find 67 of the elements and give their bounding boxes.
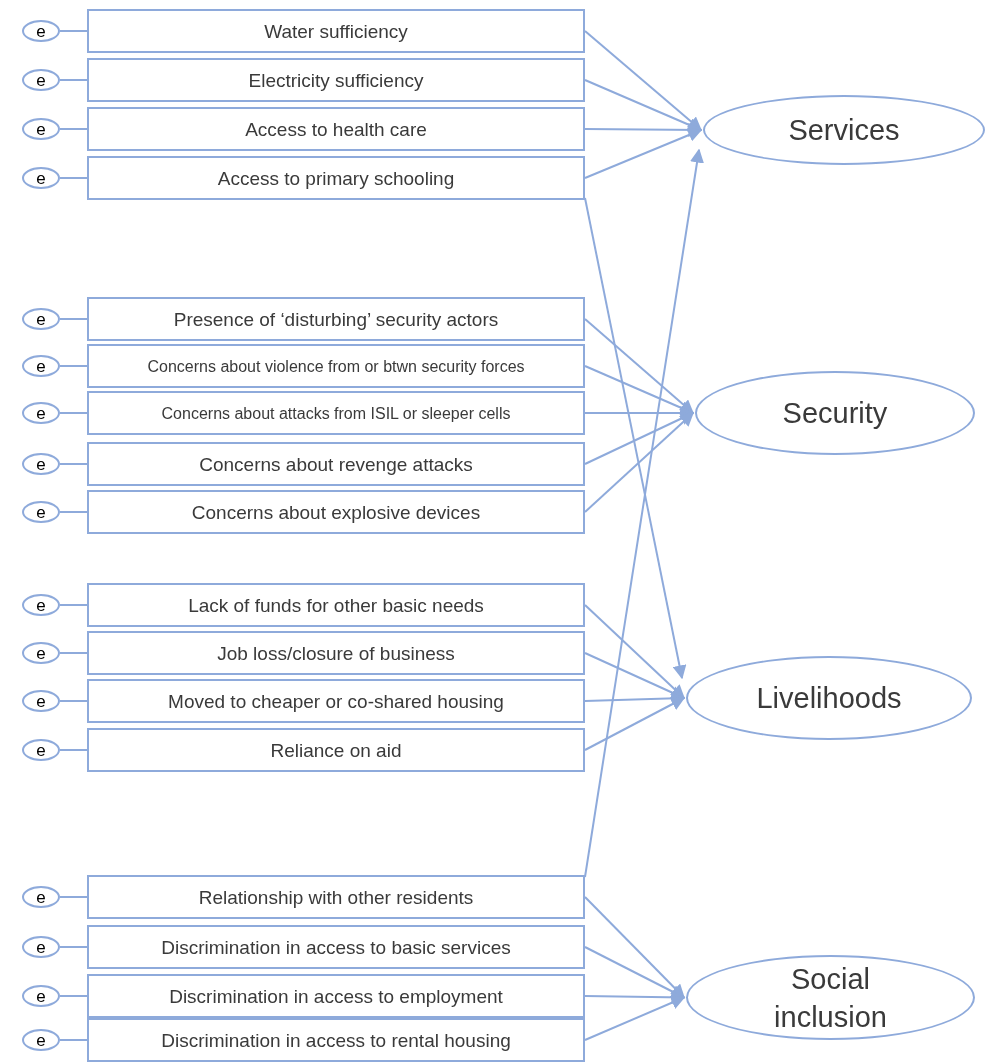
indicator-box: Concerns about violence from or btwn security forces (87, 344, 585, 388)
connector-line (59, 128, 88, 130)
error-term-ellipse: e (22, 69, 60, 91)
arrow (584, 128, 703, 179)
arrow (584, 148, 704, 878)
error-term-ellipse: e (22, 985, 60, 1007)
error-term-ellipse: e (22, 20, 60, 42)
connector-line (59, 946, 88, 948)
indicator-box: Concerns about revenge attacks (87, 442, 585, 486)
arrow (584, 652, 686, 700)
connector-line (59, 1039, 88, 1041)
indicator-box: Discrimination in access to employment (87, 974, 585, 1018)
error-term-ellipse: e (22, 739, 60, 761)
arrow (584, 318, 695, 414)
connector-line (59, 79, 88, 81)
error-term-ellipse: e (22, 167, 60, 189)
connector-line (59, 511, 88, 513)
indicator-box: Discrimination in access to rental housing (87, 1018, 585, 1062)
error-term-ellipse: e (22, 690, 60, 712)
error-term-ellipse: e (22, 453, 60, 475)
error-term-ellipse: e (22, 1029, 60, 1051)
connector-line (59, 700, 88, 702)
arrow (584, 996, 686, 1041)
indicator-box: Presence of ‘disturbing’ security actors (87, 297, 585, 341)
indicator-box: Water sufficiency (87, 9, 585, 53)
indicator-box: Moved to cheaper or co-shared housing (87, 679, 585, 723)
connector-line (59, 896, 88, 898)
indicator-box: Electricity sufficiency (87, 58, 585, 102)
indicator-box: Concerns about attacks from ISIL or sleeper cells (87, 391, 585, 435)
error-term-ellipse: e (22, 936, 60, 958)
connector-line (59, 177, 88, 179)
error-term-ellipse: e (22, 355, 60, 377)
arrow (584, 197, 687, 680)
indicator-box: Discrimination in access to basic services (87, 925, 585, 969)
error-term-ellipse: e (22, 308, 60, 330)
connector-line (59, 749, 88, 751)
arrow (584, 946, 686, 999)
error-term-ellipse: e (22, 642, 60, 664)
arrow (584, 604, 685, 699)
arrow (584, 412, 695, 513)
error-term-ellipse: e (22, 594, 60, 616)
indicator-box: Concerns about explosive devices (87, 490, 585, 534)
connector-line (59, 652, 88, 654)
construct-ellipse: Social inclusion (686, 955, 975, 1040)
error-term-ellipse: e (22, 118, 60, 140)
connector-line (59, 604, 88, 606)
connector-line (59, 412, 88, 414)
indicator-box: Access to health care (87, 107, 585, 151)
error-term-ellipse: e (22, 501, 60, 523)
arrow (584, 30, 703, 131)
connector-line (59, 318, 88, 320)
construct-ellipse: Services (703, 95, 985, 165)
error-term-ellipse: e (22, 402, 60, 424)
indicator-box: Relationship with other residents (87, 875, 585, 919)
indicator-box: Reliance on aid (87, 728, 585, 772)
indicator-box: Job loss/closure of business (87, 631, 585, 675)
arrow (584, 697, 686, 751)
indicator-box: Access to primary schooling (87, 156, 585, 200)
indicator-box: Lack of funds for other basic needs (87, 583, 585, 627)
error-term-ellipse: e (22, 886, 60, 908)
arrow (584, 896, 685, 999)
connector-line (59, 463, 88, 465)
connector-line (59, 30, 88, 32)
connector-line (59, 995, 88, 997)
connector-line (59, 365, 88, 367)
construct-ellipse: Security (695, 371, 975, 455)
construct-ellipse: Livelihoods (686, 656, 972, 740)
